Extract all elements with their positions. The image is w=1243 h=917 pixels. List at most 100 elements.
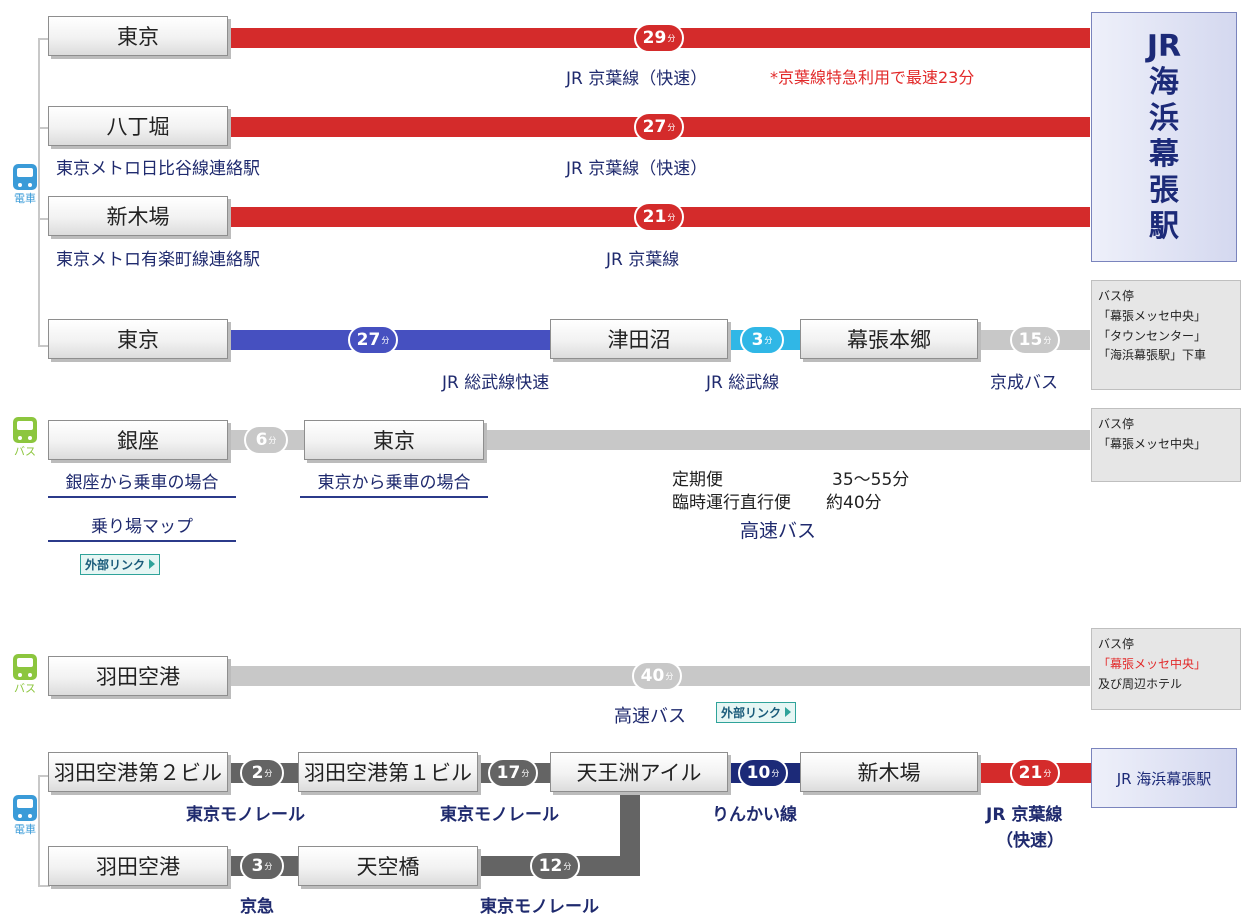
- time-unit: 分: [1043, 335, 1052, 345]
- external-link-button[interactable]: 外部リンク: [716, 702, 797, 723]
- bus-stop-name: 「海浜幕張駅」下車: [1098, 348, 1207, 363]
- destination-char: JR: [1146, 29, 1182, 64]
- service-regular-time: 35〜55分: [832, 470, 910, 490]
- train-icon-label: 電車: [14, 823, 36, 836]
- bus-stop-name: 「タウンセンター」: [1098, 328, 1207, 343]
- time-value: 29: [642, 28, 667, 48]
- time-unit: 分: [764, 335, 773, 345]
- connection-note: 東京メトロ日比谷線連絡駅: [56, 159, 260, 179]
- external-link-label: 外部リンク: [721, 706, 782, 720]
- link-ginza-boarding[interactable]: 銀座から乗車の場合: [48, 468, 236, 498]
- station-tennozu-isle[interactable]: 天王洲アイル: [550, 752, 728, 792]
- time-value: 6: [255, 430, 268, 450]
- line-name: JR 京葉線（快速）: [566, 69, 708, 89]
- bus-stop-name: 「幕張メッセ中央」: [1098, 656, 1207, 671]
- bus-stop-info: バス停 「幕張メッセ中央」 及び周辺ホテル: [1091, 628, 1241, 710]
- line-name: JR 京葉線: [606, 250, 680, 270]
- service-extra: 臨時運行直行便: [672, 493, 791, 513]
- time-unit: 分: [381, 335, 390, 345]
- station-tenkubashi[interactable]: 天空橋: [298, 846, 478, 886]
- bus-stop-hotels: 及び周辺ホテル: [1098, 676, 1183, 691]
- bracket-tick-r2: [38, 127, 48, 129]
- station-tokyo[interactable]: 東京: [48, 319, 228, 359]
- time-value: 21: [1018, 763, 1043, 783]
- train-icon: 電車: [8, 795, 42, 837]
- arrow-right-icon: [785, 707, 792, 717]
- stop-ginza[interactable]: 銀座: [48, 420, 228, 460]
- time-value: 27: [642, 117, 667, 137]
- bus-stop-title: バス停: [1098, 289, 1135, 303]
- train-group-bracket: [38, 38, 50, 347]
- line-name: 東京モノレール: [480, 897, 599, 917]
- time-value: 40: [640, 666, 665, 686]
- time-unit: 分: [771, 768, 780, 778]
- station-tsudanuma[interactable]: 津田沼: [550, 319, 728, 359]
- destination-char: 幕: [1149, 137, 1179, 172]
- express-note: *京葉線特急利用で最速23分: [770, 68, 975, 87]
- stop-tokyo[interactable]: 東京: [304, 420, 484, 460]
- station-haneda-t2[interactable]: 羽田空港第２ビル: [48, 752, 228, 792]
- time-unit: 分: [667, 122, 676, 132]
- line-name: 東京モノレール: [440, 805, 559, 825]
- destination-char: 駅: [1149, 209, 1179, 244]
- station-shinkiba[interactable]: 新木場: [800, 752, 978, 792]
- time-value: 10: [746, 763, 771, 783]
- station-haneda-t1[interactable]: 羽田空港第１ビル: [298, 752, 478, 792]
- time-value: 12: [538, 856, 563, 876]
- link-boarding-map[interactable]: 乗り場マップ: [48, 512, 236, 542]
- line-name: 東京モノレール: [186, 805, 305, 825]
- time-value: 17: [496, 763, 521, 783]
- destination-kaihin-makuhari: JR 海 浜 幕 張 駅: [1091, 12, 1237, 262]
- link-tokyo-boarding[interactable]: 東京から乗車の場合: [300, 468, 488, 498]
- destination-char: 張: [1149, 173, 1179, 208]
- time-value: 15: [1018, 330, 1043, 350]
- station-hatchobori[interactable]: 八丁堀: [48, 106, 228, 146]
- station-makuhari-hongo[interactable]: 幕張本郷: [800, 319, 978, 359]
- station-tokyo[interactable]: 東京: [48, 16, 228, 56]
- line-name: JR 総武線: [706, 373, 780, 393]
- time-unit: 分: [264, 861, 273, 871]
- service-extra-time: 約40分: [826, 493, 882, 513]
- bus-icon: バス: [8, 417, 42, 459]
- airport-train-bracket: [38, 775, 50, 887]
- stop-haneda-airport[interactable]: 羽田空港: [48, 656, 228, 696]
- time-value: 27: [356, 330, 381, 350]
- line-name: 京成バス: [990, 373, 1058, 393]
- time-unit: 分: [665, 671, 674, 681]
- time-value: 3: [751, 330, 764, 350]
- time-unit: 分: [268, 435, 277, 445]
- bus-stop-title: バス停: [1098, 637, 1135, 651]
- train-icon: 電車: [8, 164, 42, 206]
- time-unit: 分: [264, 768, 273, 778]
- line-name: JR 京葉線（快速）: [566, 159, 708, 179]
- route-line-monorail-connector: [620, 782, 640, 866]
- time-unit: 分: [563, 861, 572, 871]
- route-line-highway-bus: [484, 430, 1090, 450]
- time-value: 2: [251, 763, 264, 783]
- external-link-button[interactable]: 外部リンク: [80, 554, 161, 575]
- time-value: 21: [642, 207, 667, 227]
- station-haneda-airport[interactable]: 羽田空港: [48, 846, 228, 886]
- connection-note: 東京メトロ有楽町線連絡駅: [56, 250, 260, 270]
- bus-stop-name: 「幕張メッセ中央」: [1098, 436, 1207, 451]
- bus-stop-info: バス停 「幕張メッセ中央」: [1091, 408, 1241, 482]
- line-name: 高速バス: [740, 520, 817, 542]
- bus-stop-title: バス停: [1098, 417, 1135, 431]
- line-name: りんかい線: [712, 805, 797, 825]
- bus-icon: バス: [8, 654, 42, 696]
- line-name: 高速バス: [614, 706, 686, 727]
- station-shinkiba[interactable]: 新木場: [48, 196, 228, 236]
- bus-icon-label: バス: [14, 682, 36, 695]
- service-regular: 定期便: [672, 470, 723, 490]
- line-name: JR 総武線快速: [442, 373, 550, 393]
